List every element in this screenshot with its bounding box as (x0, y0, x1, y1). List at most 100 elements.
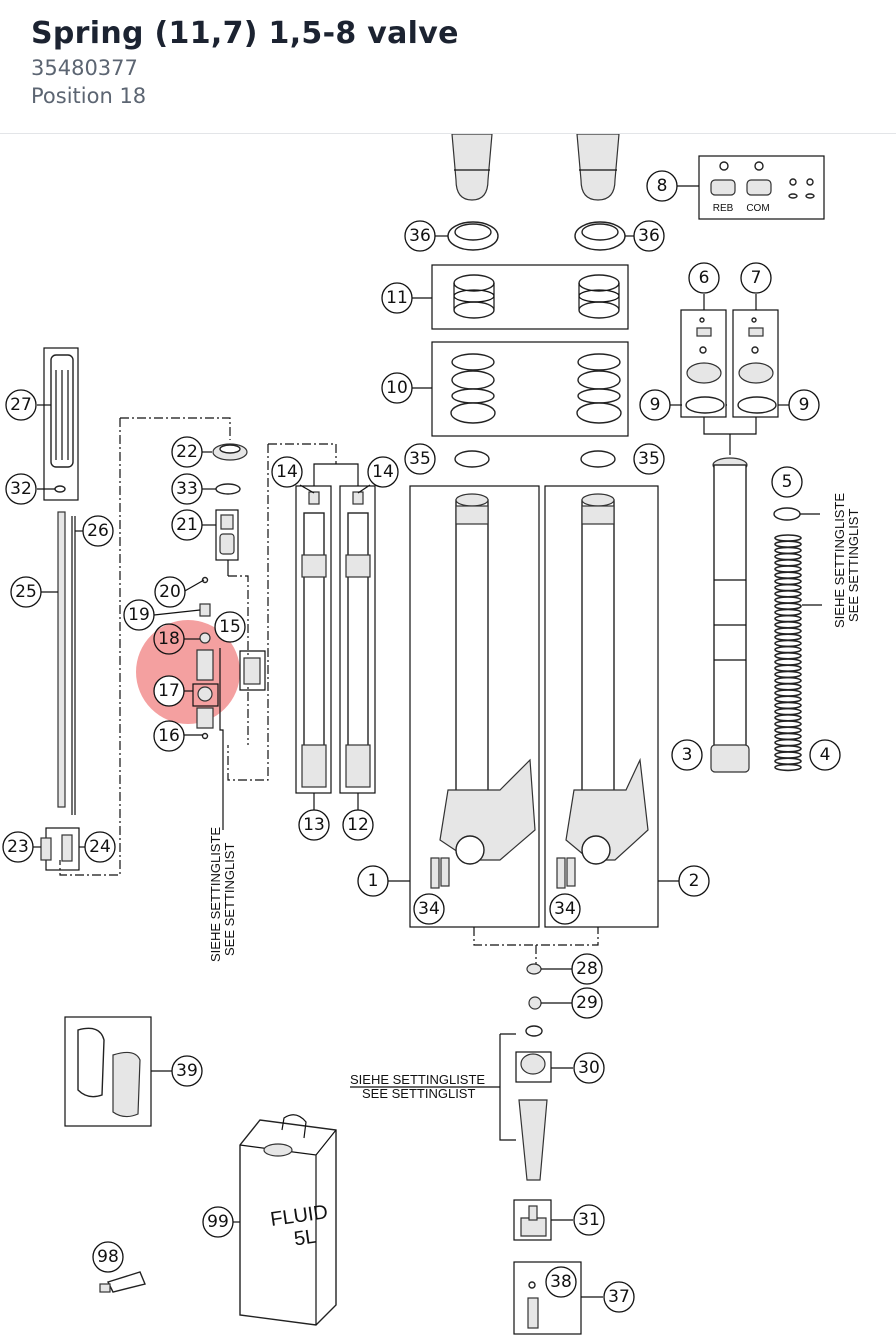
callout-23[interactable]: 23 (2, 831, 34, 863)
callout-circle (788, 389, 820, 421)
spring-4 (774, 534, 802, 772)
callout-26[interactable]: 26 (82, 515, 114, 547)
callout-circle (271, 456, 303, 488)
callout-38[interactable]: 38 (545, 1266, 577, 1298)
callout-2[interactable]: 2 (678, 865, 710, 897)
label-fluid-volume: 5L (293, 1226, 318, 1251)
callout-28[interactable]: 28 (571, 953, 603, 985)
tools-left (40, 354, 80, 871)
cartridge-caps-6-7 (685, 317, 777, 414)
callout-circle (84, 831, 116, 863)
callout-circle (153, 675, 185, 707)
callout-13[interactable]: 13 (298, 809, 330, 841)
callout-10[interactable]: 10 (381, 372, 413, 404)
callout-circle (545, 1266, 577, 1298)
callout-label: 39 (176, 1061, 198, 1081)
callout-circle (571, 987, 603, 1019)
callout-37[interactable]: 37 (603, 1281, 635, 1313)
callout-label: 35 (409, 449, 431, 469)
callout-1[interactable]: 1 (357, 865, 389, 897)
callout-34[interactable]: 34 (549, 893, 581, 925)
callout-21[interactable]: 21 (171, 509, 203, 541)
callout-29[interactable]: 29 (571, 987, 603, 1019)
fork-top-caps (451, 134, 620, 201)
callout-label: 16 (158, 726, 180, 746)
callout-circle (671, 739, 703, 771)
callout-25[interactable]: 25 (10, 576, 42, 608)
callout-30[interactable]: 30 (573, 1052, 605, 1084)
callout-6[interactable]: 6 (688, 262, 720, 294)
callout-22[interactable]: 22 (171, 436, 203, 468)
callout-label: 1 (368, 871, 379, 891)
callout-label: 35 (638, 449, 660, 469)
callout-31[interactable]: 31 (573, 1204, 605, 1236)
callout-35[interactable]: 35 (404, 443, 436, 475)
callout-label: 18 (158, 629, 180, 649)
callout-9[interactable]: 9 (788, 389, 820, 421)
callout-label: 37 (608, 1287, 630, 1307)
adjuster-knobs-8 (710, 161, 815, 199)
callout-8[interactable]: 8 (646, 170, 678, 202)
exploded-parts-diagram: REB COM (2, 134, 861, 1335)
callout-33[interactable]: 33 (171, 473, 203, 505)
callout-label: 98 (97, 1247, 119, 1267)
callout-36[interactable]: 36 (633, 220, 665, 252)
callout-12[interactable]: 12 (342, 809, 374, 841)
callout-35[interactable]: 35 (633, 443, 665, 475)
callout-20[interactable]: 20 (154, 576, 186, 608)
callout-label: 29 (576, 993, 598, 1013)
fork-tube-3 (710, 457, 750, 773)
callout-circle (5, 473, 37, 505)
callout-24[interactable]: 24 (84, 831, 116, 863)
callout-label: 33 (176, 479, 198, 499)
callout-5[interactable]: 5 (771, 466, 803, 498)
callout-27[interactable]: 27 (5, 389, 37, 421)
callout-18[interactable]: 18 (153, 623, 185, 655)
settinglist-right-en: SEE SETTINGLIST (846, 509, 861, 622)
callout-label: 15 (219, 617, 241, 637)
callout-label: 13 (303, 815, 325, 835)
callout-99[interactable]: 99 (202, 1206, 234, 1238)
callout-9[interactable]: 9 (639, 389, 671, 421)
callout-label: 9 (799, 395, 810, 415)
callout-label: 25 (15, 582, 37, 602)
callout-label: 9 (650, 395, 661, 415)
fluid-can-99 (239, 1114, 337, 1326)
callout-3[interactable]: 3 (671, 739, 703, 771)
callout-32[interactable]: 32 (5, 473, 37, 505)
callout-34[interactable]: 34 (413, 893, 445, 925)
callout-circle (404, 220, 436, 252)
callout-4[interactable]: 4 (809, 739, 841, 771)
callout-circle (357, 865, 389, 897)
callout-98[interactable]: 98 (92, 1241, 124, 1273)
callout-39[interactable]: 39 (171, 1055, 203, 1087)
callout-circle (381, 282, 413, 314)
callout-15[interactable]: 15 (214, 611, 246, 643)
callout-19[interactable]: 19 (123, 599, 155, 631)
callout-circle (688, 262, 720, 294)
grease-tube-98 (99, 1271, 146, 1293)
callout-14[interactable]: 14 (271, 456, 303, 488)
callout-circle (153, 623, 185, 655)
callout-label: 34 (554, 899, 576, 919)
callout-circle (678, 865, 710, 897)
callout-circle (298, 809, 330, 841)
callout-14[interactable]: 14 (367, 456, 399, 488)
seal-rings-36 (434, 221, 636, 251)
callout-11[interactable]: 11 (381, 282, 413, 314)
label-com: COM (746, 203, 769, 214)
callout-36[interactable]: 36 (404, 220, 436, 252)
callout-circle (549, 893, 581, 925)
callout-17[interactable]: 17 (153, 675, 185, 707)
callout-circle (171, 436, 203, 468)
callout-label: 12 (347, 815, 369, 835)
callout-circle (573, 1204, 605, 1236)
callout-circle (202, 1206, 234, 1238)
callout-label: 19 (128, 605, 150, 625)
callout-label: 38 (550, 1272, 572, 1292)
part-header: Spring (11,7) 1,5-8 valve 35480377 Posit… (0, 0, 896, 134)
valve-parts-lower (192, 576, 261, 740)
callout-7[interactable]: 7 (740, 262, 772, 294)
callout-16[interactable]: 16 (153, 720, 185, 752)
